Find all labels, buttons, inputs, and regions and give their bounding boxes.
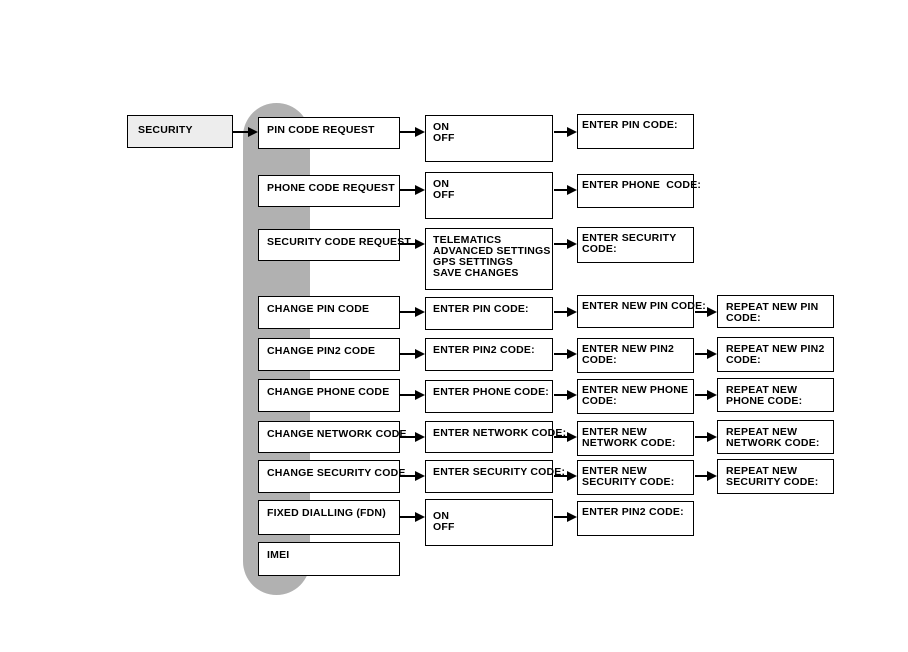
node-change-pin2-code-step3: REPEAT NEW PIN2 CODE: <box>717 337 834 372</box>
node-phone-code-request-prompt: ENTER PHONE CODE: <box>577 174 701 208</box>
node-change-pin-code-step2: ENTER NEW PIN CODE: <box>577 295 706 328</box>
node-change-pin-code-step1: ENTER PIN CODE: <box>425 297 553 330</box>
node-change-security-code: CHANGE SECURITY CODE <box>258 460 405 493</box>
node-fixed-dialling-fdn: FIXED DIALLING (FDN) <box>258 500 400 535</box>
node-change-phone-code-step2: ENTER NEW PHONE CODE: <box>577 379 694 414</box>
connector-arrow <box>695 436 707 438</box>
connector-arrow <box>554 189 567 191</box>
connector-arrow <box>554 353 567 355</box>
connector-arrow <box>554 243 567 245</box>
node-change-phone-code: CHANGE PHONE CODE <box>258 379 400 412</box>
node-change-security-code-step3: REPEAT NEW SECURITY CODE: <box>717 459 834 494</box>
connector-arrow <box>554 311 567 313</box>
connector-arrow <box>400 436 415 438</box>
node-change-pin2-code: CHANGE PIN2 CODE <box>258 338 400 371</box>
connector-arrow <box>695 311 707 313</box>
node-imei: IMEI <box>258 542 400 576</box>
connector-arrow <box>400 131 415 133</box>
connector-arrow <box>695 394 707 396</box>
node-security: SECURITY <box>127 115 233 148</box>
node-pin-code-request-prompt: ENTER PIN CODE: <box>577 114 694 149</box>
node-change-pin2-code-step1: ENTER PIN2 CODE: <box>425 338 553 371</box>
connector-arrow <box>554 516 567 518</box>
node-security-code-request: SECURITY CODE REQUEST <box>258 229 411 261</box>
connector-arrow <box>233 131 248 133</box>
node-change-network-code: CHANGE NETWORK CODE <box>258 421 407 453</box>
connector-arrow <box>400 516 415 518</box>
node-pin-code-request-options: ON OFF <box>425 115 553 162</box>
node-change-network-code-step3: REPEAT NEW NETWORK CODE: <box>717 420 834 454</box>
node-fixed-dialling-options: ON OFF <box>425 499 553 546</box>
connector-arrow <box>554 475 567 477</box>
connector-arrow <box>554 394 567 396</box>
node-fixed-dialling-prompt: ENTER PIN2 CODE: <box>577 501 694 536</box>
node-change-network-code-step2: ENTER NEW NETWORK CODE: <box>577 421 694 456</box>
node-pin-code-request: PIN CODE REQUEST <box>258 117 400 149</box>
connector-arrow <box>400 311 415 313</box>
node-phone-code-request: PHONE CODE REQUEST <box>258 175 400 207</box>
node-change-network-code-step1: ENTER NETWORK CODE: <box>425 421 566 453</box>
connector-arrow <box>400 243 415 245</box>
connector-arrow <box>554 436 567 438</box>
node-phone-code-request-options: ON OFF <box>425 172 553 219</box>
node-change-phone-code-step3: REPEAT NEW PHONE CODE: <box>717 378 834 412</box>
node-change-security-code-step1: ENTER SECURITY CODE: <box>425 460 565 493</box>
connector-arrow <box>695 353 707 355</box>
node-change-pin-code-step3: REPEAT NEW PIN CODE: <box>717 295 834 328</box>
connector-arrow <box>554 131 567 133</box>
connector-arrow <box>400 353 415 355</box>
connector-arrow <box>400 394 415 396</box>
connector-arrow <box>400 475 415 477</box>
node-change-pin2-code-step2: ENTER NEW PIN2 CODE: <box>577 338 694 373</box>
node-security-code-request-prompt: ENTER SECURITY CODE: <box>577 227 694 263</box>
connector-arrow <box>695 475 707 477</box>
node-change-security-code-step2: ENTER NEW SECURITY CODE: <box>577 460 694 495</box>
connector-arrow <box>400 189 415 191</box>
node-security-code-request-options: TELEMATICS ADVANCED SETTINGS GPS SETTING… <box>425 228 553 290</box>
node-change-pin-code: CHANGE PIN CODE <box>258 296 400 329</box>
node-change-phone-code-step1: ENTER PHONE CODE: <box>425 380 553 413</box>
